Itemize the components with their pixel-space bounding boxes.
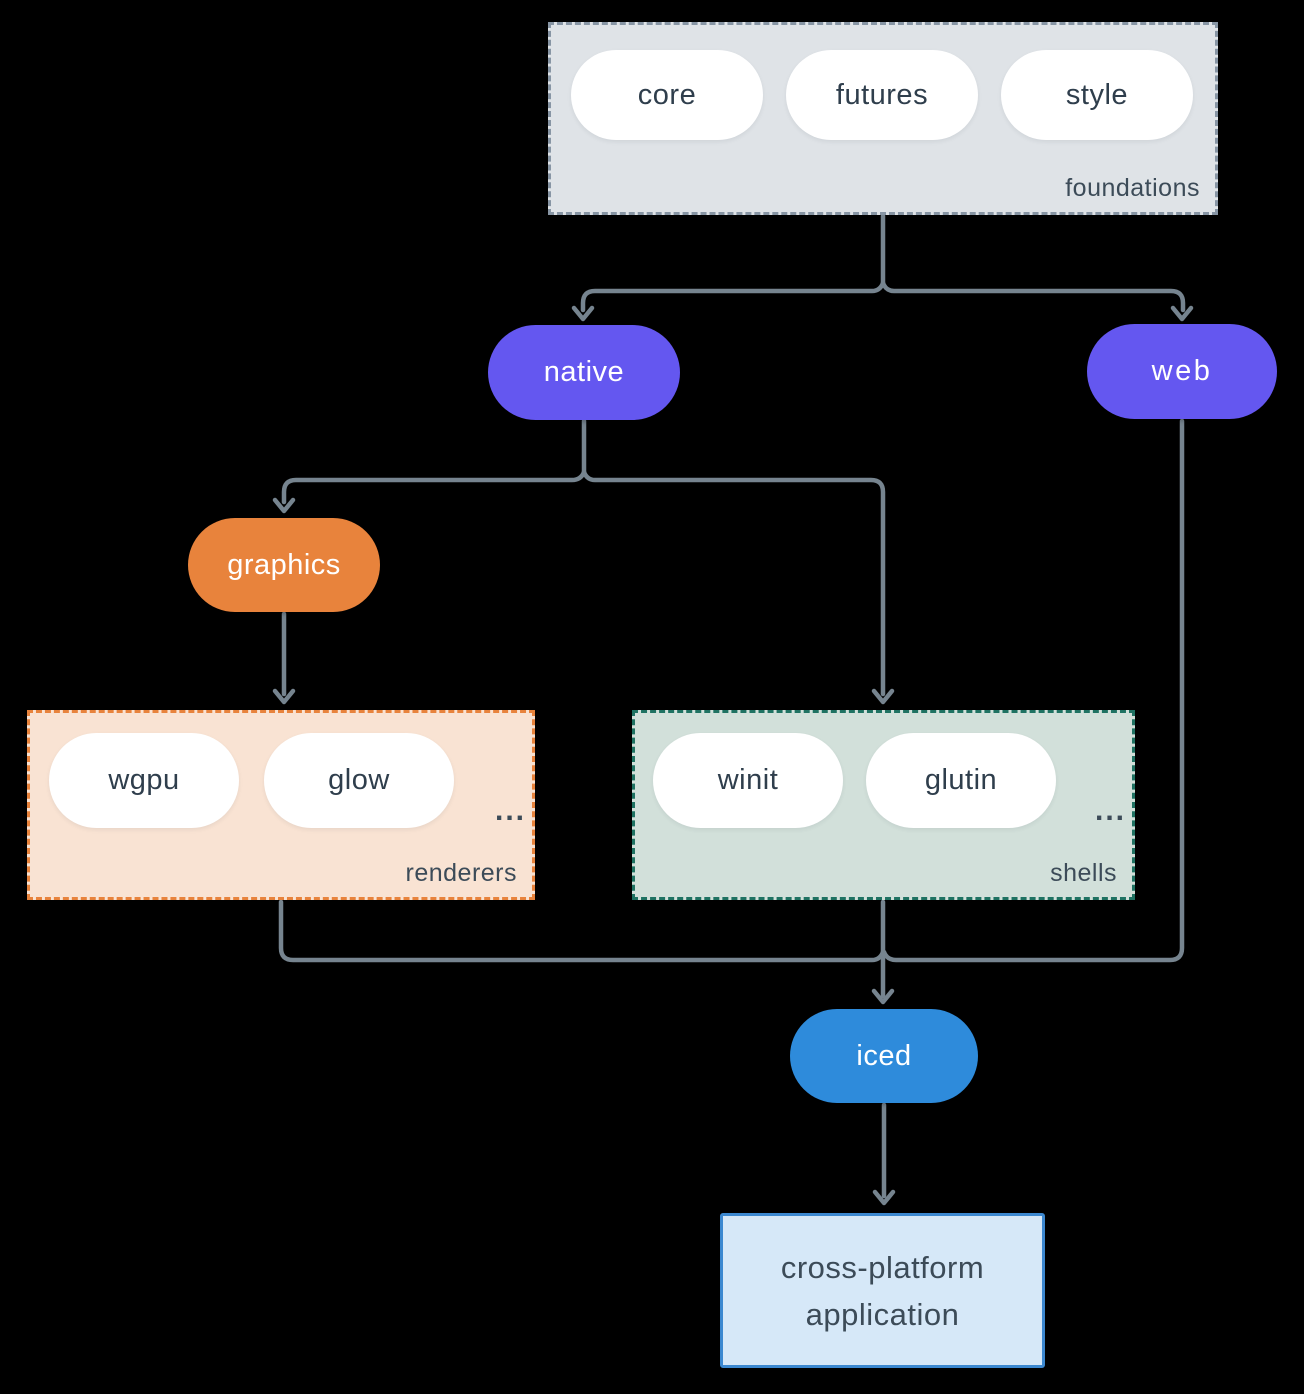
group-renderers-label: renderers <box>405 859 517 887</box>
arrowhead-native <box>571 305 595 322</box>
group-foundations-label: foundations <box>1065 174 1200 202</box>
edge-graphics-to-renderers <box>272 611 296 705</box>
node-glow: glow <box>264 733 454 828</box>
node-graphics: graphics <box>188 518 380 612</box>
node-cross-platform-application: cross-platform application <box>720 1213 1045 1368</box>
node-wgpu: wgpu <box>49 733 239 828</box>
application-label-line1: cross-platform <box>780 1249 985 1285</box>
node-style: style <box>1001 50 1193 140</box>
arrowhead-web <box>1170 305 1194 322</box>
group-shells-label: shells <box>1050 859 1117 887</box>
group-foundations: core futures style foundations <box>548 22 1218 215</box>
node-glutin: glutin <box>866 733 1056 828</box>
arrowhead-iced <box>871 988 895 1005</box>
edge-native-to-graphics-shells <box>272 418 895 705</box>
shells-ellipsis: ... <box>1095 794 1127 827</box>
arrowhead-renderers <box>272 688 296 705</box>
node-core: core <box>571 50 763 140</box>
node-winit: winit <box>653 733 843 828</box>
node-native: native <box>488 325 680 420</box>
arrowhead-shells <box>871 688 895 705</box>
edge-foundations-to-native-web <box>571 213 1194 322</box>
arrowhead-graphics <box>272 497 296 514</box>
renderers-ellipsis: ... <box>495 794 527 827</box>
application-label-line2: application <box>805 1296 960 1332</box>
node-web: web <box>1087 324 1277 419</box>
group-shells: winit glutin ... shells <box>632 710 1135 900</box>
node-iced: iced <box>790 1009 978 1103</box>
edge-merge-to-iced <box>278 418 1185 1005</box>
node-futures: futures <box>786 50 978 140</box>
arrowhead-application <box>872 1189 896 1206</box>
edge-iced-to-application <box>872 1102 896 1206</box>
group-renderers: wgpu glow ... renderers <box>27 710 535 900</box>
